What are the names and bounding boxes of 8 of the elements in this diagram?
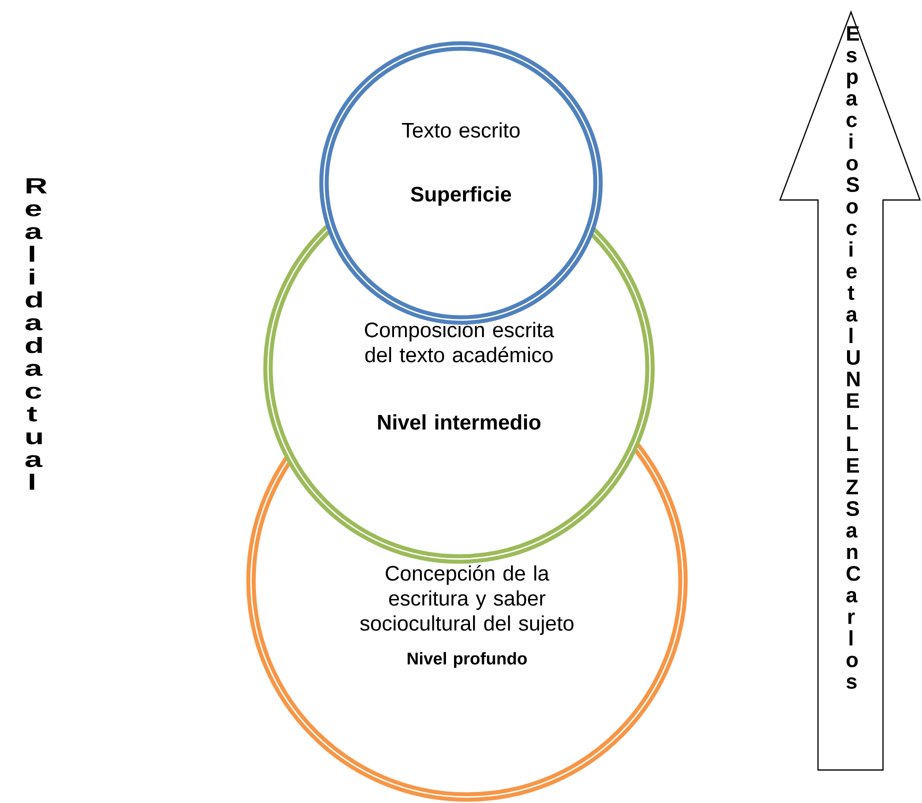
- circle-text: Nivel profundo: [408, 652, 527, 668]
- circle-text: Texto escrito: [402, 122, 520, 138]
- circle-text: Concepción de la escritura y saber sociocultural del sujeto: [360, 565, 574, 635]
- circle-text: Superficie: [410, 186, 512, 206]
- vertical-text: Realidad actual: [25, 178, 47, 490]
- vertical-text: Espacio Societal UNELLEZ San Carlos: [846, 26, 860, 689]
- circle-text: Composición escrita del texto académico: [364, 322, 554, 362]
- circle-text: Nivel intermedio: [378, 414, 540, 430]
